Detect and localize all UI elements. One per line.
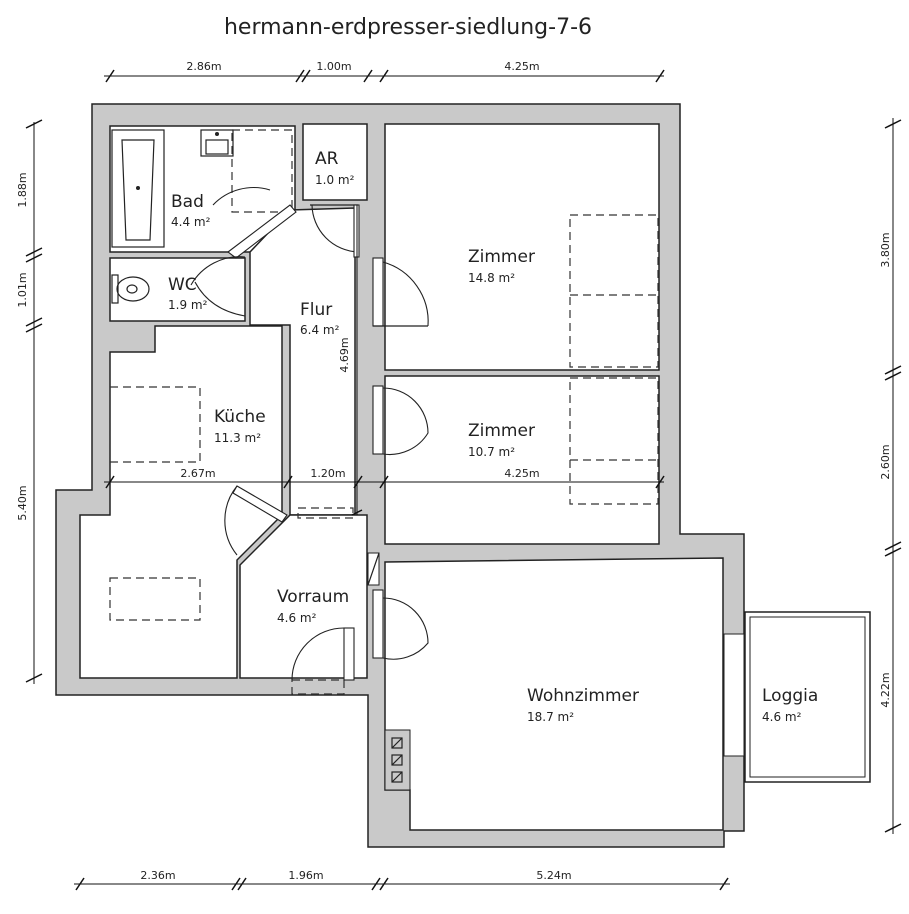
plan-title: hermann-erdpresser-siedlung-7-6	[224, 15, 592, 40]
label-bad-name: Bad	[171, 192, 204, 212]
furniture-kitchen-counter	[109, 577, 201, 621]
sink-icon	[200, 129, 234, 157]
door-wc	[190, 256, 246, 317]
bathtub-icon	[111, 129, 165, 248]
dim-top-3: 4.25m	[504, 60, 539, 73]
label-zimmer-2-name: Zimmer	[468, 421, 535, 441]
furniture-bed-2	[569, 377, 659, 505]
label-wohnzimmer-name: Wohnzimmer	[527, 686, 639, 706]
stove-icon	[384, 729, 411, 791]
label-vorraum-name: Vorraum	[277, 587, 349, 607]
label-kueche-area: 11.3 m²	[214, 431, 261, 445]
door-kueche	[224, 485, 288, 556]
label-zimmer-2-area: 10.7 m²	[468, 445, 515, 459]
dimension-middle: 2.67m 1.20m 4.25m	[104, 467, 665, 489]
dim-mid-1: 2.67m	[180, 467, 215, 480]
label-loggia-area: 4.6 m²	[762, 710, 802, 724]
room-wc	[109, 257, 246, 322]
label-wc-name: WC	[168, 275, 197, 295]
dim-bottom-3: 5.24m	[536, 869, 571, 882]
door-entrance	[291, 627, 355, 681]
furniture-flur-rack	[297, 507, 354, 519]
dim-bottom-1: 2.36m	[140, 869, 175, 882]
dim-right-3: 4.22m	[879, 672, 892, 707]
label-zimmer-1-name: Zimmer	[468, 247, 535, 267]
label-bad-area: 4.4 m²	[171, 215, 211, 229]
room-ar	[302, 123, 368, 201]
dim-top-2: 1.00m	[316, 60, 351, 73]
label-vorraum-area: 4.6 m²	[277, 611, 317, 625]
label-kueche-name: Küche	[214, 407, 266, 427]
dim-bottom-2: 1.96m	[288, 869, 323, 882]
loggia-inner-line	[749, 616, 866, 778]
door-zimmer-1	[372, 257, 429, 327]
room-kueche	[79, 325, 283, 679]
room-vorraum	[239, 514, 368, 679]
label-flur-area: 6.4 m²	[300, 323, 340, 337]
dim-flur-length: 4.69m	[338, 337, 351, 372]
dimension-right: 3.80m 2.60m 4.22m	[879, 118, 902, 834]
dim-top-1: 2.86m	[186, 60, 221, 73]
label-zimmer-1-area: 14.8 m²	[468, 271, 515, 285]
dimension-flur: 4.69m	[338, 205, 363, 516]
furniture-bad-cabinet	[231, 129, 293, 213]
label-wohnzimmer-area: 18.7 m²	[527, 710, 574, 724]
label-loggia-name: Loggia	[762, 686, 818, 706]
dim-left-2: 1.01m	[16, 272, 29, 307]
door-wohnzimmer	[372, 589, 429, 660]
dimension-top: 2.86m 1.00m 4.25m	[104, 60, 665, 83]
label-ar-name: AR	[315, 149, 339, 169]
dim-mid-2: 1.20m	[310, 467, 345, 480]
furniture-kitchen-table	[109, 386, 201, 463]
dim-right-2: 2.60m	[879, 444, 892, 479]
room-loggia	[744, 611, 871, 783]
dimension-left: 1.88m 1.01m 5.40m	[16, 119, 43, 684]
room-zimmer-2	[384, 375, 660, 545]
label-wc-area: 1.9 m²	[168, 298, 208, 312]
door-bad	[212, 187, 297, 259]
toilet-icon	[111, 274, 150, 304]
dimension-bottom: 2.36m 1.96m 5.24m	[74, 869, 730, 891]
dim-left-1: 1.88m	[16, 172, 29, 207]
dim-right-1: 3.80m	[879, 232, 892, 267]
dim-mid-3: 4.25m	[504, 467, 539, 480]
dim-left-3: 5.40m	[16, 485, 29, 520]
door-zimmer-2	[372, 385, 429, 456]
label-flur-name: Flur	[300, 300, 332, 320]
label-ar-area: 1.0 m²	[315, 173, 355, 187]
loggia-door-opening	[723, 633, 745, 757]
furniture-vorraum-mat	[291, 679, 345, 695]
furniture-bed-1	[569, 214, 659, 368]
room-zimmer-1	[384, 123, 660, 371]
